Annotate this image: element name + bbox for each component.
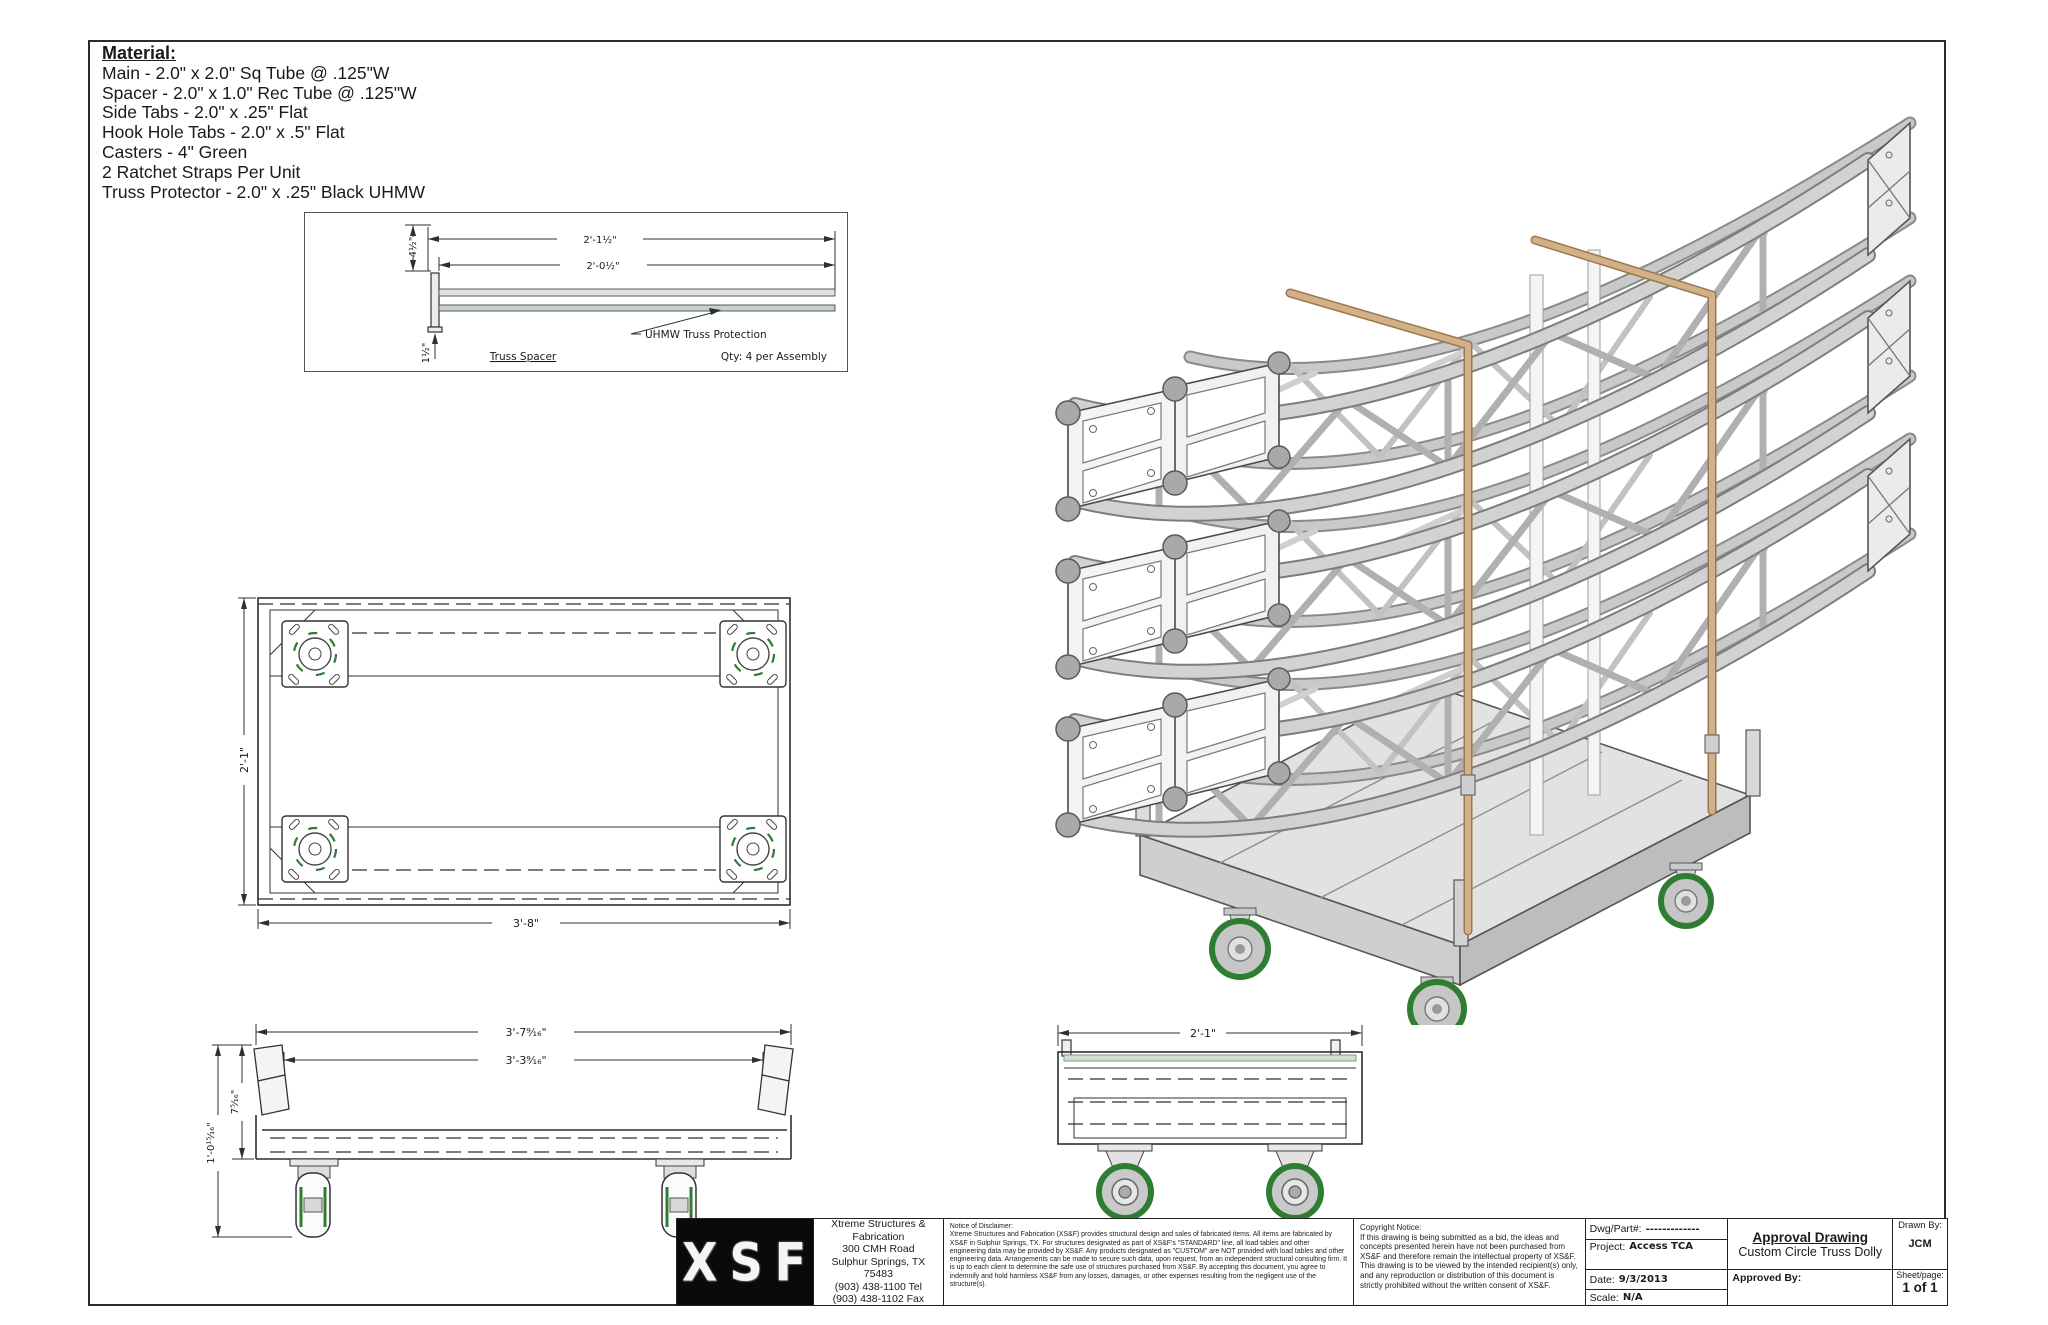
front-overall-dim: 3'-7⁹⁄₁₆": [505, 1026, 546, 1039]
approval-section: Approval Drawing Custom Circle Truss Dol…: [1727, 1219, 1893, 1305]
spacer-qty-note: Qty: 4 per Assembly: [721, 351, 827, 363]
caster-plate-top-left: [281, 620, 349, 688]
date-value: 9/3/2013: [1618, 1274, 1668, 1285]
spacer-dim-left: 4½": [407, 237, 419, 258]
project-label: Project:: [1589, 1241, 1626, 1253]
notice-title: Notice of Disclaimer:: [949, 1223, 1013, 1230]
company-info: Xtreme Structures & Fabrication 300 CMH …: [813, 1218, 943, 1305]
front-total-height-dim: 1'-0¹⁵⁄₁₆": [206, 1122, 217, 1163]
front-elevation-view: 3'-7⁹⁄₁₆" 3'-3⁹⁄₁₆": [190, 1015, 820, 1260]
side-caster-left: [1096, 1143, 1154, 1221]
material-items: Main - 2.0" x 2.0" Sq Tube @ .125"W Spac…: [102, 62, 425, 202]
top-view-svg: 2'-1" 3'-8": [238, 597, 791, 930]
iso-caster-front-right: [1407, 976, 1467, 1025]
project-value: Access TCA: [1629, 1241, 1693, 1252]
isometric-view: [990, 75, 1960, 1025]
drawn-by-label: Drawn By:: [1898, 1220, 1942, 1231]
top-view-width-dim: 3'-8": [513, 917, 539, 930]
top-view: 2'-1" 3'-8": [230, 585, 840, 940]
iso-ratchet-straps: [1285, 235, 1720, 936]
spacer-leader-label: UHMW Truss Protection: [645, 329, 767, 341]
sheet-page-block: Sheet/page: 1 of 1: [1893, 1269, 1948, 1305]
title-block: XSF Xtreme Structures & Fabrication 300 …: [676, 1218, 1948, 1306]
truss-spacer-detail-view: 2'-1½" 2'-0½" 4½" 1½": [304, 212, 848, 372]
side-elevation-view: 2'-1": [1040, 1018, 1480, 1230]
logo-text: XSF: [681, 1230, 819, 1294]
approved-by-label: Approved By:: [1728, 1269, 1893, 1305]
caster-plate-bottom-right: [719, 815, 787, 883]
spacer-dim-top: 2'-1½": [583, 234, 616, 246]
copyright-title: Copyright Notice:: [1360, 1223, 1422, 1232]
caster-plate-top-right: [719, 620, 787, 688]
front-elevation-svg: 3'-7⁹⁄₁₆" 3'-3⁹⁄₁₆": [206, 1024, 794, 1238]
date-label: Date:: [1589, 1273, 1615, 1286]
side-caster-right: [1266, 1143, 1324, 1221]
side-width-dim: 2'-1": [1190, 1027, 1216, 1040]
iso-caster-rear-right: [1658, 862, 1714, 929]
scale-label: Scale:: [1589, 1291, 1619, 1304]
notice-of-disclaimer: Notice of Disclaimer: Xtreme Structures …: [942, 1219, 1353, 1305]
drawing-fields: Dwg/Part#: ------------- Project: Access…: [1584, 1219, 1728, 1305]
front-rail-height-dim: 7⁵⁄₁₆": [230, 1090, 241, 1115]
drawn-by-section: Drawn By: JCM Sheet/page: 1 of 1: [1892, 1219, 1948, 1305]
sheet-label: Sheet/page:: [1896, 1270, 1944, 1280]
isometric-svg: [1055, 116, 1917, 1025]
front-caster-left: [289, 1158, 339, 1238]
company-logo: XSF: [677, 1219, 813, 1305]
scale-row: Scale: N/A: [1585, 1289, 1728, 1305]
spacer-dim-mid: 2'-0½": [586, 260, 619, 272]
dwg-part-label: Dwg/Part#:: [1589, 1223, 1642, 1235]
drawn-by-block: Drawn By: JCM: [1893, 1219, 1947, 1269]
approval-title: Approval Drawing: [1752, 1229, 1869, 1245]
spacer-dim-bottom: 1½": [420, 343, 432, 364]
notice-body: Xtreme Structures and Fabrication (XS&F)…: [949, 1231, 1347, 1289]
date-row: Date: 9/3/2013: [1585, 1269, 1728, 1289]
side-elevation-svg: 2'-1": [1057, 1025, 1363, 1221]
project-row: Project: Access TCA: [1585, 1239, 1728, 1269]
top-view-depth-dim: 2'-1": [238, 747, 251, 773]
approval-drawing-block: Approval Drawing Custom Circle Truss Dol…: [1728, 1219, 1892, 1269]
caster-plate-bottom-left: [281, 815, 349, 883]
drawing-title: Custom Circle Truss Dolly: [1738, 1244, 1883, 1259]
drawn-by-value: JCM: [1908, 1238, 1932, 1250]
material-list: Material: Main - 2.0" x 2.0" Sq Tube @ .…: [102, 43, 425, 202]
sheet-value: 1 of 1: [1902, 1280, 1938, 1295]
iso-vertical-tube: [1529, 274, 1544, 836]
dwg-part-row: Dwg/Part#: -------------: [1586, 1219, 1728, 1239]
scale-value: N/A: [1622, 1292, 1643, 1303]
iso-vertical-tube: [1587, 249, 1601, 796]
material-title: Material:: [102, 43, 177, 63]
dwg-part-value: -------------: [1645, 1223, 1700, 1235]
spacer-caption: Truss Spacer: [489, 351, 557, 363]
copyright-notice: Copyright Notice: If this drawing is bei…: [1353, 1219, 1585, 1305]
iso-end-panels: [1055, 351, 1291, 838]
copyright-body: If this drawing is being submitted as a …: [1360, 1232, 1578, 1290]
front-inner-dim: 3'-3⁹⁄₁₆": [505, 1054, 546, 1067]
iso-right-end-frames: [1867, 121, 1911, 573]
iso-caster-front-left: [1209, 907, 1271, 980]
truss-spacer-detail-svg: 2'-1½" 2'-0½" 4½" 1½": [405, 224, 836, 364]
